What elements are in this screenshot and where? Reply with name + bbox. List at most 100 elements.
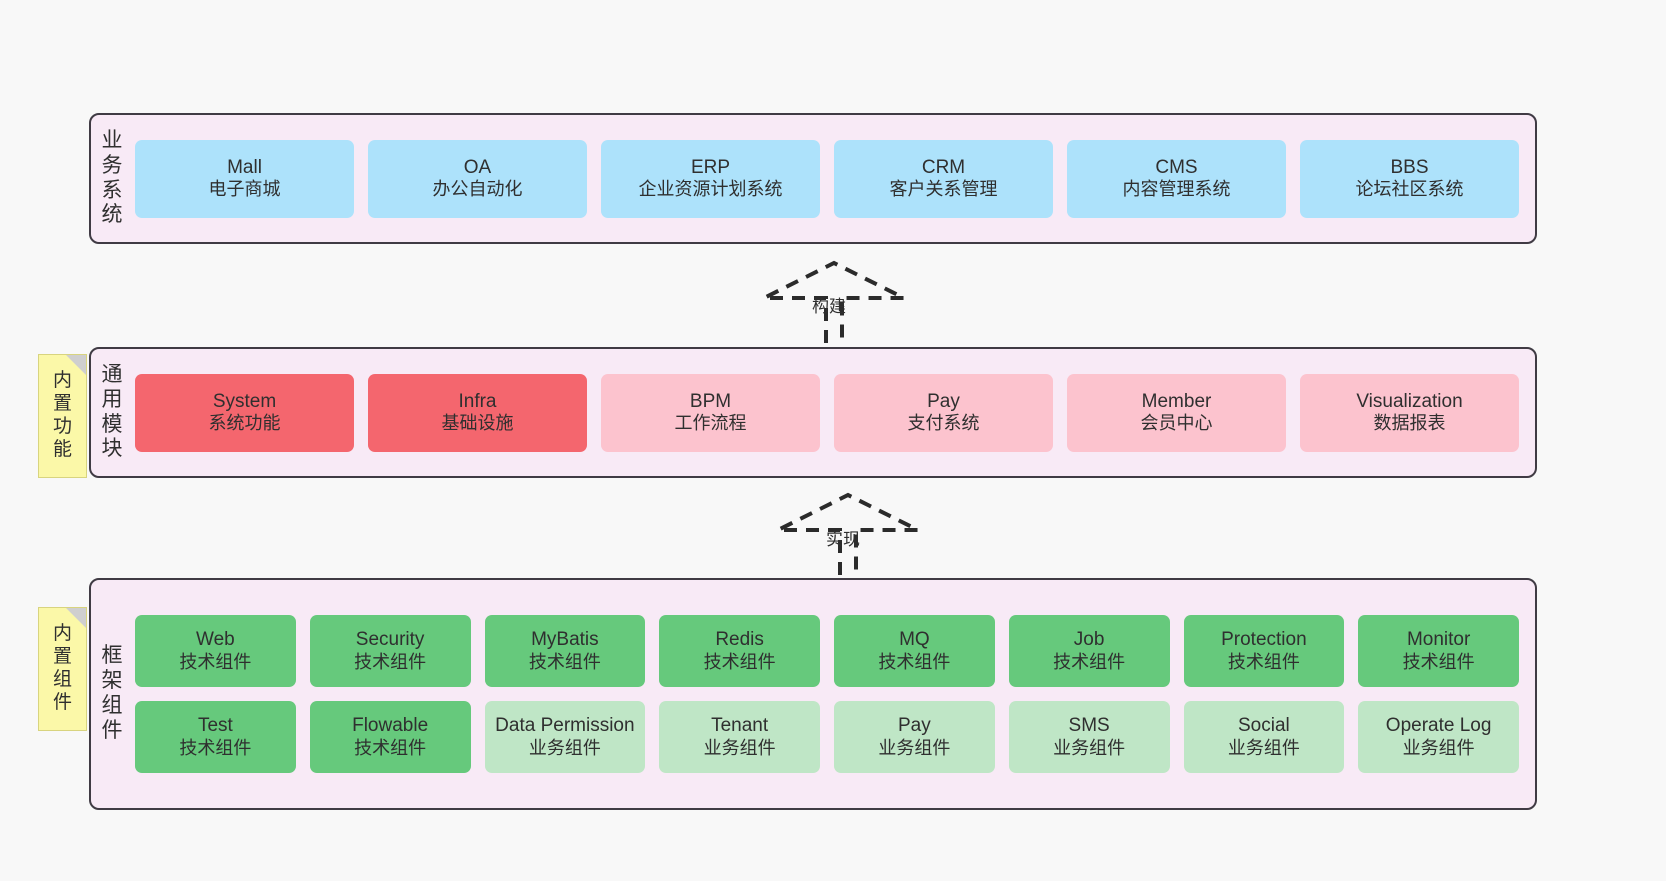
card-title: SMS: [1068, 715, 1110, 737]
layer-business-systems: 业 务 系 统 Mall 电子商城 OA 办公自动化 ERP 企业资源计划系统 …: [89, 113, 1537, 244]
card-subtitle: 客户关系管理: [889, 179, 998, 200]
card-cms[interactable]: CMS 内容管理系统: [1067, 139, 1286, 218]
card-sms[interactable]: SMS 业务组件: [1008, 701, 1170, 773]
layer-body-business-systems: Mall 电子商城 OA 办公自动化 ERP 企业资源计划系统 CRM 客户关系…: [133, 115, 1535, 242]
note-builtin-functions: 内 置 功 能: [38, 354, 87, 478]
card-erp[interactable]: ERP 企业资源计划系统: [601, 139, 820, 218]
layer-body-framework-components: Web 技术组件 Security 技术组件 MyBatis 技术组件 Redi…: [133, 580, 1535, 808]
card-bbs[interactable]: BBS 论坛社区系统: [1300, 139, 1519, 218]
card-pay-module[interactable]: Pay 支付系统: [834, 373, 1053, 452]
layer-framework-components: 框 架 组 件 Web 技术组件 Security 技术组件 MyBatis 技…: [89, 578, 1537, 810]
card-subtitle: 技术组件: [1402, 651, 1475, 672]
card-subtitle: 企业资源计划系统: [638, 179, 783, 200]
card-oa[interactable]: OA 办公自动化: [368, 139, 587, 218]
card-flowable[interactable]: Flowable 技术组件: [309, 701, 471, 773]
layer-label-char: 组: [101, 694, 123, 717]
card-title: Social: [1238, 715, 1290, 737]
card-mall[interactable]: Mall 电子商城: [135, 139, 354, 218]
card-subtitle: 业务组件: [1053, 737, 1126, 758]
card-title: Member: [1141, 390, 1212, 412]
card-subtitle: 技术组件: [354, 651, 427, 672]
card-mq[interactable]: MQ 技术组件: [834, 615, 995, 687]
layer-label-char: 业: [101, 128, 123, 152]
card-subtitle: 办公自动化: [432, 179, 523, 200]
card-title: Tenant: [711, 715, 769, 737]
note-label-char: 内: [52, 623, 72, 645]
card-subtitle: 基础设施: [441, 413, 514, 434]
note-label-char: 能: [52, 438, 72, 460]
card-subtitle: 业务组件: [1227, 737, 1300, 758]
card-title: ERP: [690, 156, 731, 178]
card-tenant[interactable]: Tenant 业务组件: [659, 701, 820, 773]
card-system[interactable]: System 系统功能: [135, 373, 354, 452]
card-subtitle: 业务组件: [878, 737, 951, 758]
card-subtitle: 业务组件: [703, 737, 776, 758]
card-subtitle: 技术组件: [703, 651, 776, 672]
card-title: Monitor: [1406, 629, 1471, 651]
layer-label-framework-components: 框 架 组 件: [91, 580, 133, 808]
card-data-permission[interactable]: Data Permission 业务组件: [484, 701, 646, 773]
card-subtitle: 工作流程: [674, 413, 747, 434]
card-subtitle: 业务组件: [528, 737, 601, 758]
card-web[interactable]: Web 技术组件: [135, 615, 296, 687]
card-bpm[interactable]: BPM 工作流程: [601, 373, 820, 452]
card-monitor[interactable]: Monitor 技术组件: [1358, 615, 1519, 687]
card-member[interactable]: Member 会员中心: [1067, 373, 1286, 452]
card-subtitle: 支付系统: [907, 413, 980, 434]
card-subtitle: 业务组件: [1402, 737, 1475, 758]
card-subtitle: 数据报表: [1373, 413, 1446, 434]
card-title: Web: [196, 629, 235, 651]
card-title: Protection: [1221, 629, 1307, 651]
card-mybatis[interactable]: MyBatis 技术组件: [484, 615, 646, 687]
card-title: Redis: [715, 629, 764, 651]
layer-label-char: 通: [101, 362, 123, 386]
card-title: CRM: [921, 156, 966, 178]
connector-build-arrow: [763, 260, 905, 343]
note-builtin-components: 内 置 组 件: [38, 607, 87, 731]
layer-label-char: 架: [101, 669, 123, 693]
note-label-char: 组: [52, 669, 72, 690]
card-title: CMS: [1155, 156, 1198, 178]
card-title: Mall: [227, 156, 262, 178]
card-title: Pay: [898, 715, 931, 737]
card-protection[interactable]: Protection 技术组件: [1183, 615, 1345, 687]
layer-label-char: 件: [101, 718, 123, 742]
card-title: Infra: [458, 390, 497, 412]
layer-label-char: 模: [101, 412, 123, 436]
layer-label-char: 务: [101, 153, 123, 177]
card-title: Visualization: [1356, 390, 1463, 412]
card-subtitle: 论坛社区系统: [1355, 179, 1464, 200]
layer-common-modules: 通 用 模 块 System 系统功能 Infra 基础设施 BPM 工作流程 …: [89, 347, 1537, 478]
card-title: MQ: [899, 629, 930, 651]
layer-label-char: 用: [101, 387, 123, 411]
card-title: MyBatis: [531, 629, 599, 651]
layer-label-common-modules: 通 用 模 块: [91, 349, 133, 476]
card-operate-log[interactable]: Operate Log 业务组件: [1358, 701, 1519, 773]
card-title: Test: [197, 715, 233, 737]
note-fold-icon: [66, 608, 86, 628]
card-job[interactable]: Job 技术组件: [1008, 615, 1170, 687]
card-test[interactable]: Test 技术组件: [135, 701, 296, 773]
card-pay-component[interactable]: Pay 业务组件: [834, 701, 995, 773]
card-visualization[interactable]: Visualization 数据报表: [1300, 373, 1519, 452]
card-title: Pay: [927, 390, 960, 412]
card-title: OA: [463, 156, 492, 178]
layer-label-business-systems: 业 务 系 统: [91, 115, 133, 242]
card-subtitle: 内容管理系统: [1122, 179, 1231, 200]
card-subtitle: 电子商城: [208, 179, 281, 200]
card-subtitle: 技术组件: [179, 737, 252, 758]
card-subtitle: 技术组件: [354, 737, 427, 758]
card-social[interactable]: Social 业务组件: [1183, 701, 1345, 773]
card-title: BBS: [1390, 156, 1429, 178]
card-infra[interactable]: Infra 基础设施: [368, 373, 587, 452]
card-redis[interactable]: Redis 技术组件: [659, 615, 820, 687]
card-subtitle: 系统功能: [208, 413, 281, 434]
card-title: Security: [355, 629, 425, 651]
card-security[interactable]: Security 技术组件: [309, 615, 471, 687]
note-label-char: 件: [52, 691, 72, 713]
layer-label-char: 块: [101, 437, 123, 461]
card-title: System: [212, 390, 277, 412]
connector-implement-label: 实现: [826, 530, 860, 549]
card-crm[interactable]: CRM 客户关系管理: [834, 139, 1053, 218]
